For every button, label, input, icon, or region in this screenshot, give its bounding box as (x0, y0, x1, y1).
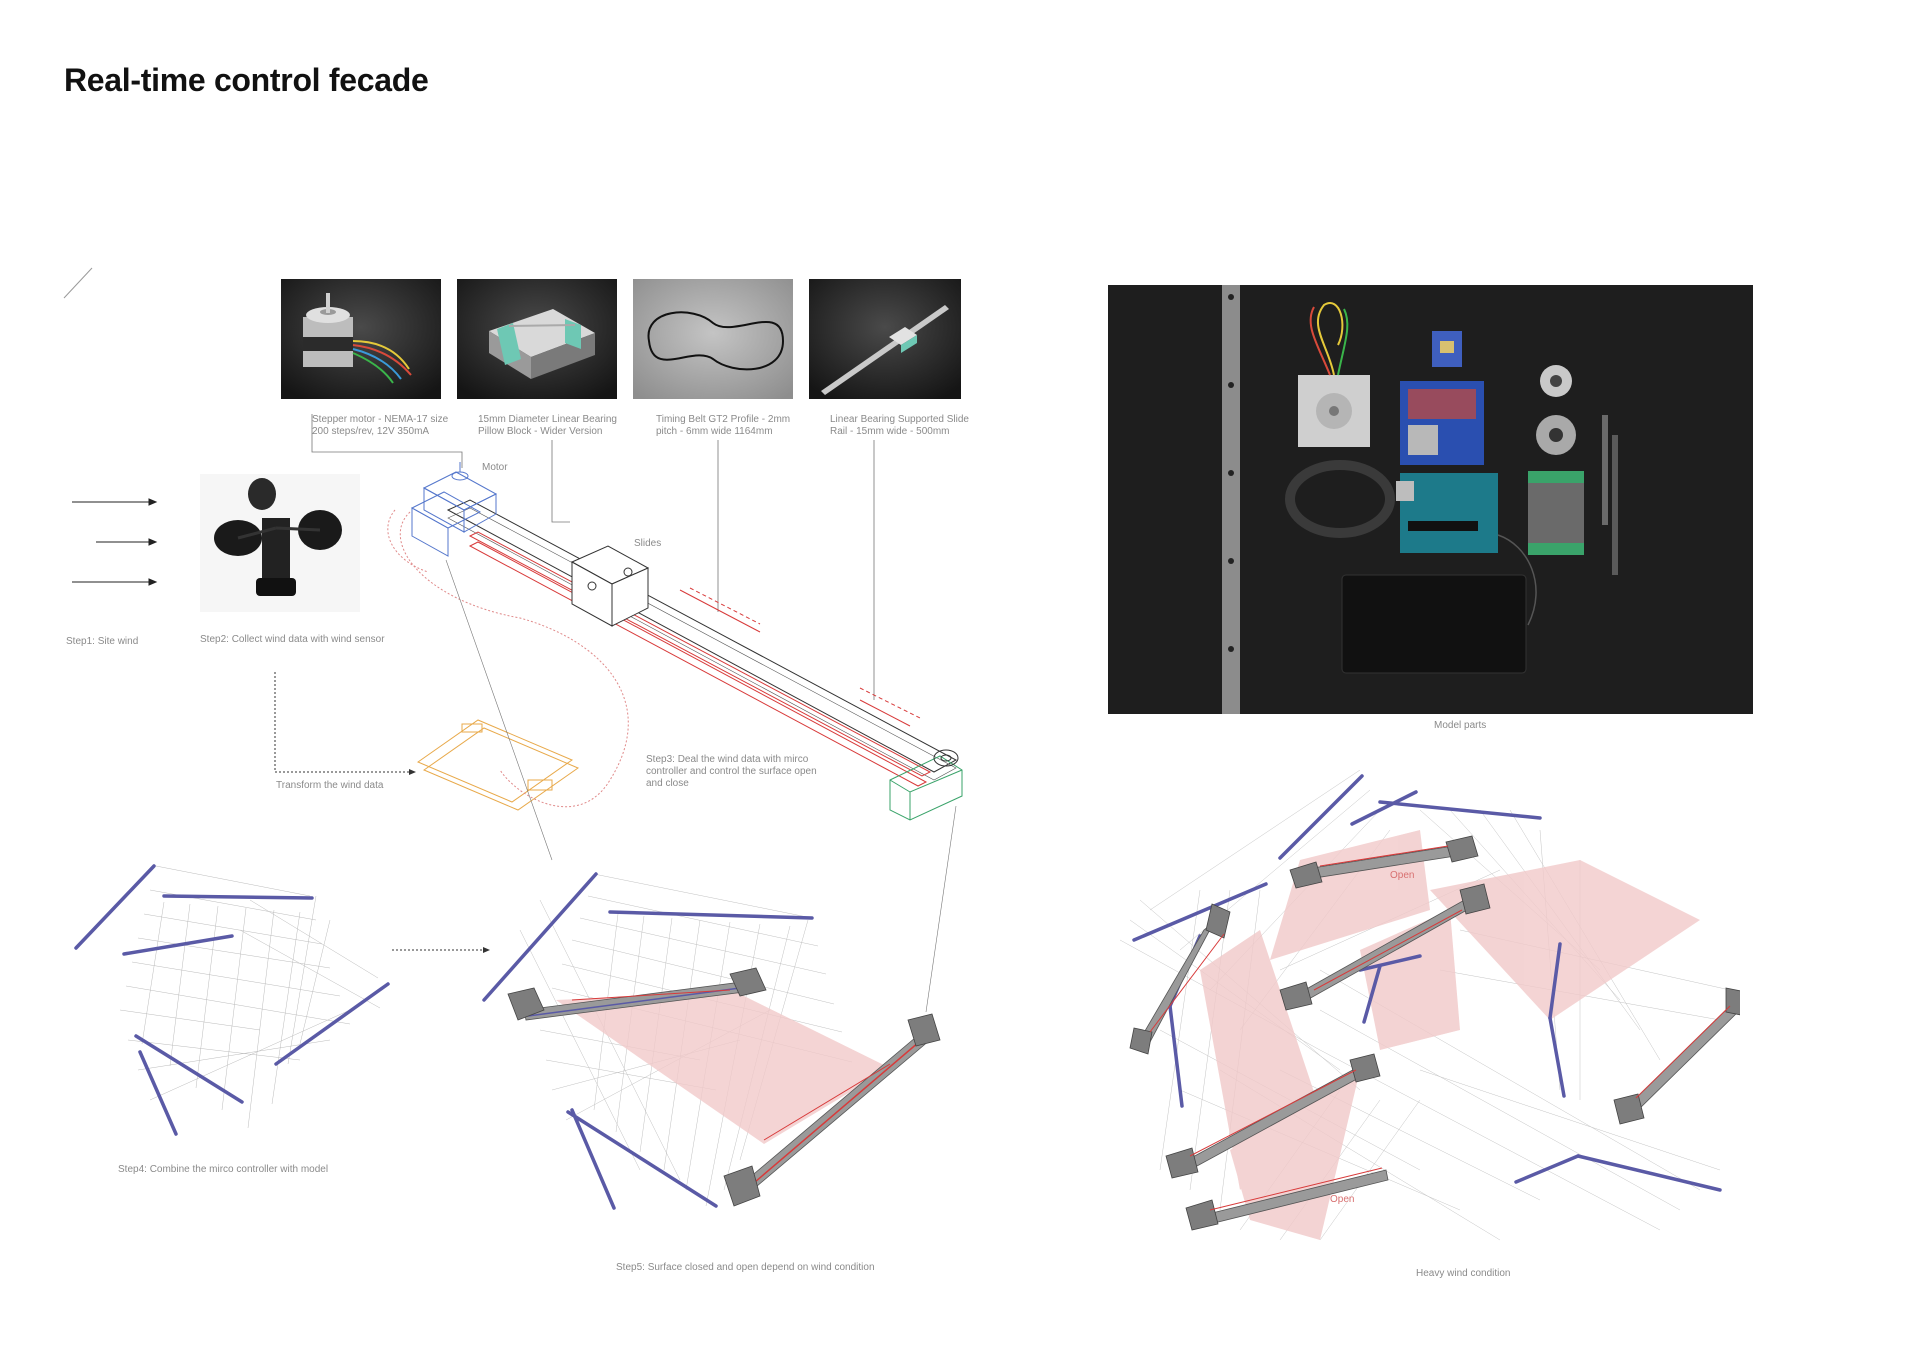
projection-lines (445, 559, 957, 1013)
step3-line: controller and control the surface open (646, 766, 817, 777)
motor-label: Motor (482, 462, 508, 473)
caption-line: Timing Belt GT2 Profile - 2mm (656, 414, 791, 425)
step3-line: Step3: Deal the wind data with mirco (646, 754, 809, 765)
component-caption-belt: Timing Belt GT2 Profile - 2mm pitch - 6m… (656, 414, 790, 438)
heavy-wind-caption: Heavy wind condition (1416, 1268, 1511, 1279)
step2-label: Step2: Collect wind data with wind senso… (200, 634, 385, 645)
leader-lines (311, 414, 875, 700)
step3-label: Step3: Deal the wind data with mirco con… (646, 754, 817, 790)
component-caption-bearing: 15mm Diameter Linear Bearing Pillow Bloc… (478, 414, 617, 438)
open-label-top: Open (1390, 870, 1415, 881)
end-pulley-icon (889, 755, 963, 821)
caption-line: 200 steps/rev, 12V 350mA (312, 426, 430, 437)
caption-line: Rail - 15mm wide - 500mm (830, 426, 950, 437)
stepper-motor-icon (281, 279, 441, 399)
linear-bearing-icon (457, 279, 617, 399)
wind-sensor-icon (200, 474, 360, 612)
step4-label: Step4: Combine the mirco controller with… (118, 1164, 329, 1175)
model-parts-illustration (1108, 285, 1753, 714)
slide-block-icon (570, 545, 650, 627)
controller-board-icon (416, 719, 580, 811)
slides-label: Slides (634, 538, 662, 549)
string-model-small (74, 864, 390, 1136)
motion-arrows (689, 587, 921, 719)
heavy-wind-model (1120, 770, 1740, 1241)
caption-line: pitch - 6mm wide 1164mm (656, 426, 773, 437)
rail-assembly (446, 499, 958, 787)
open-label-bottom: Open (1330, 1194, 1355, 1205)
timing-belt-photo (633, 279, 793, 399)
model-parts-photo (1108, 285, 1753, 714)
stepper-motor-photo (281, 279, 441, 399)
caption-line: Pillow Block - Wider Version (478, 426, 603, 437)
membranes (1200, 830, 1700, 1240)
string-model-actuated (482, 872, 941, 1210)
heavy-rails (1129, 835, 1740, 1231)
transform-label: Transform the wind data (276, 780, 384, 791)
open-arrows (1149, 845, 1731, 1211)
model-parts-caption: Model parts (1434, 720, 1487, 731)
slide-rail-icon (809, 279, 961, 399)
caption-line: Linear Bearing Supported Slide (830, 414, 969, 425)
wind-arrows (72, 498, 158, 586)
step3-line: and close (646, 778, 689, 789)
page-title: Real-time control fecade (64, 62, 429, 98)
component-caption-rail: Linear Bearing Supported Slide Rail - 15… (830, 414, 969, 438)
caption-line: 15mm Diameter Linear Bearing (478, 414, 617, 425)
timing-belt-icon (633, 279, 793, 399)
component-caption-motor: Stepper motor - NEMA-17 size 200 steps/r… (312, 414, 448, 438)
exploded-diagram (72, 414, 963, 1210)
decorative-slash (63, 267, 93, 299)
step1-label: Step1: Site wind (66, 636, 139, 647)
motor-icon (410, 462, 498, 557)
actuator-rails (507, 967, 941, 1207)
caption-line: Stepper motor - NEMA-17 size (312, 414, 449, 425)
step5-label: Step5: Surface closed and open depend on… (616, 1262, 875, 1273)
linear-bearing-photo (457, 279, 617, 399)
slide-rail-photo (809, 279, 961, 399)
